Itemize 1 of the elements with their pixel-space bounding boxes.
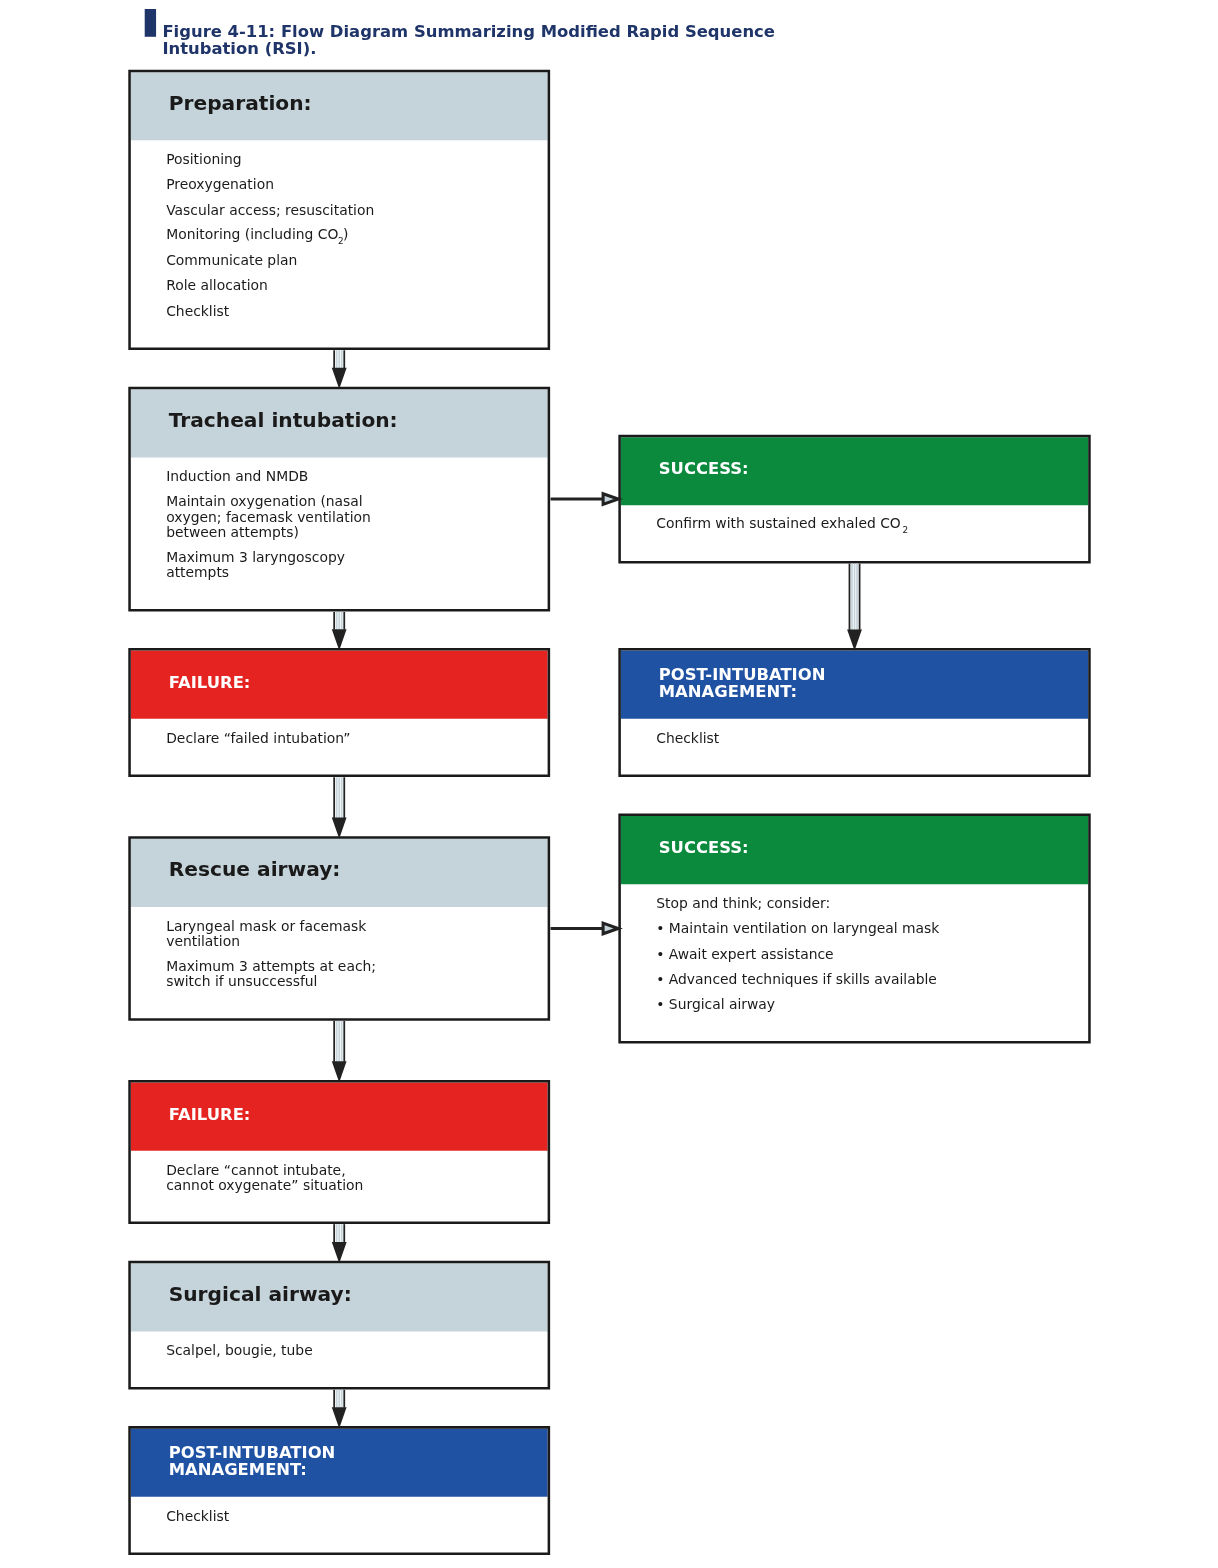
diagram-title: Figure 4-11: Flow Diagram Summarizing Modified Rapid Sequence Intubation (RSI). <box>161 21 775 58</box>
